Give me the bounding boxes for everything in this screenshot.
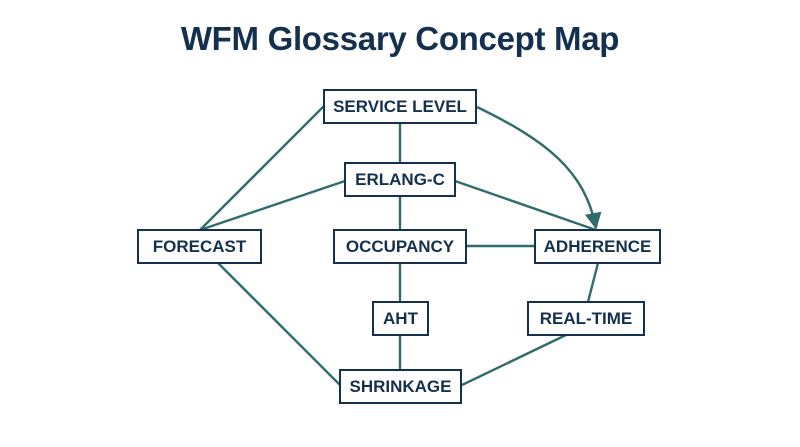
edge-real-time-shrinkage — [461, 333, 567, 387]
node-label: ERLANG-C — [355, 169, 445, 189]
node-forecast: FORECAST — [137, 229, 262, 264]
node-label: AHT — [383, 308, 418, 328]
edge-erlang-c-forecast — [199, 179, 346, 232]
node-real-time: REAL-TIME — [527, 301, 645, 336]
node-label: SERVICE LEVEL — [333, 96, 467, 116]
node-erlang-c: ERLANG-C — [344, 162, 456, 197]
node-service-level: SERVICE LEVEL — [323, 89, 477, 124]
page-title: WFM Glossary Concept Map — [180, 20, 620, 57]
node-label: SHRINKAGE — [349, 376, 452, 396]
edge-service-level-forecast — [199, 105, 325, 231]
node-occupancy: OCCUPANCY — [333, 229, 467, 264]
node-adherence: ADHERENCE — [534, 229, 661, 264]
node-label: FORECAST — [152, 236, 247, 256]
edge-erlang-c-adherence — [454, 179, 597, 232]
node-label: REAL-TIME — [539, 308, 633, 328]
node-label: ADHERENCE — [543, 236, 652, 256]
edge-adherence-real-time — [586, 262, 600, 303]
edge-service-level-adherence-arrow — [476, 105, 602, 230]
node-label: OCCUPANCY — [345, 236, 455, 256]
edge-forecast-shrinkage — [217, 262, 341, 386]
node-shrinkage: SHRINKAGE — [339, 369, 462, 404]
node-aht: AHT — [372, 301, 429, 336]
